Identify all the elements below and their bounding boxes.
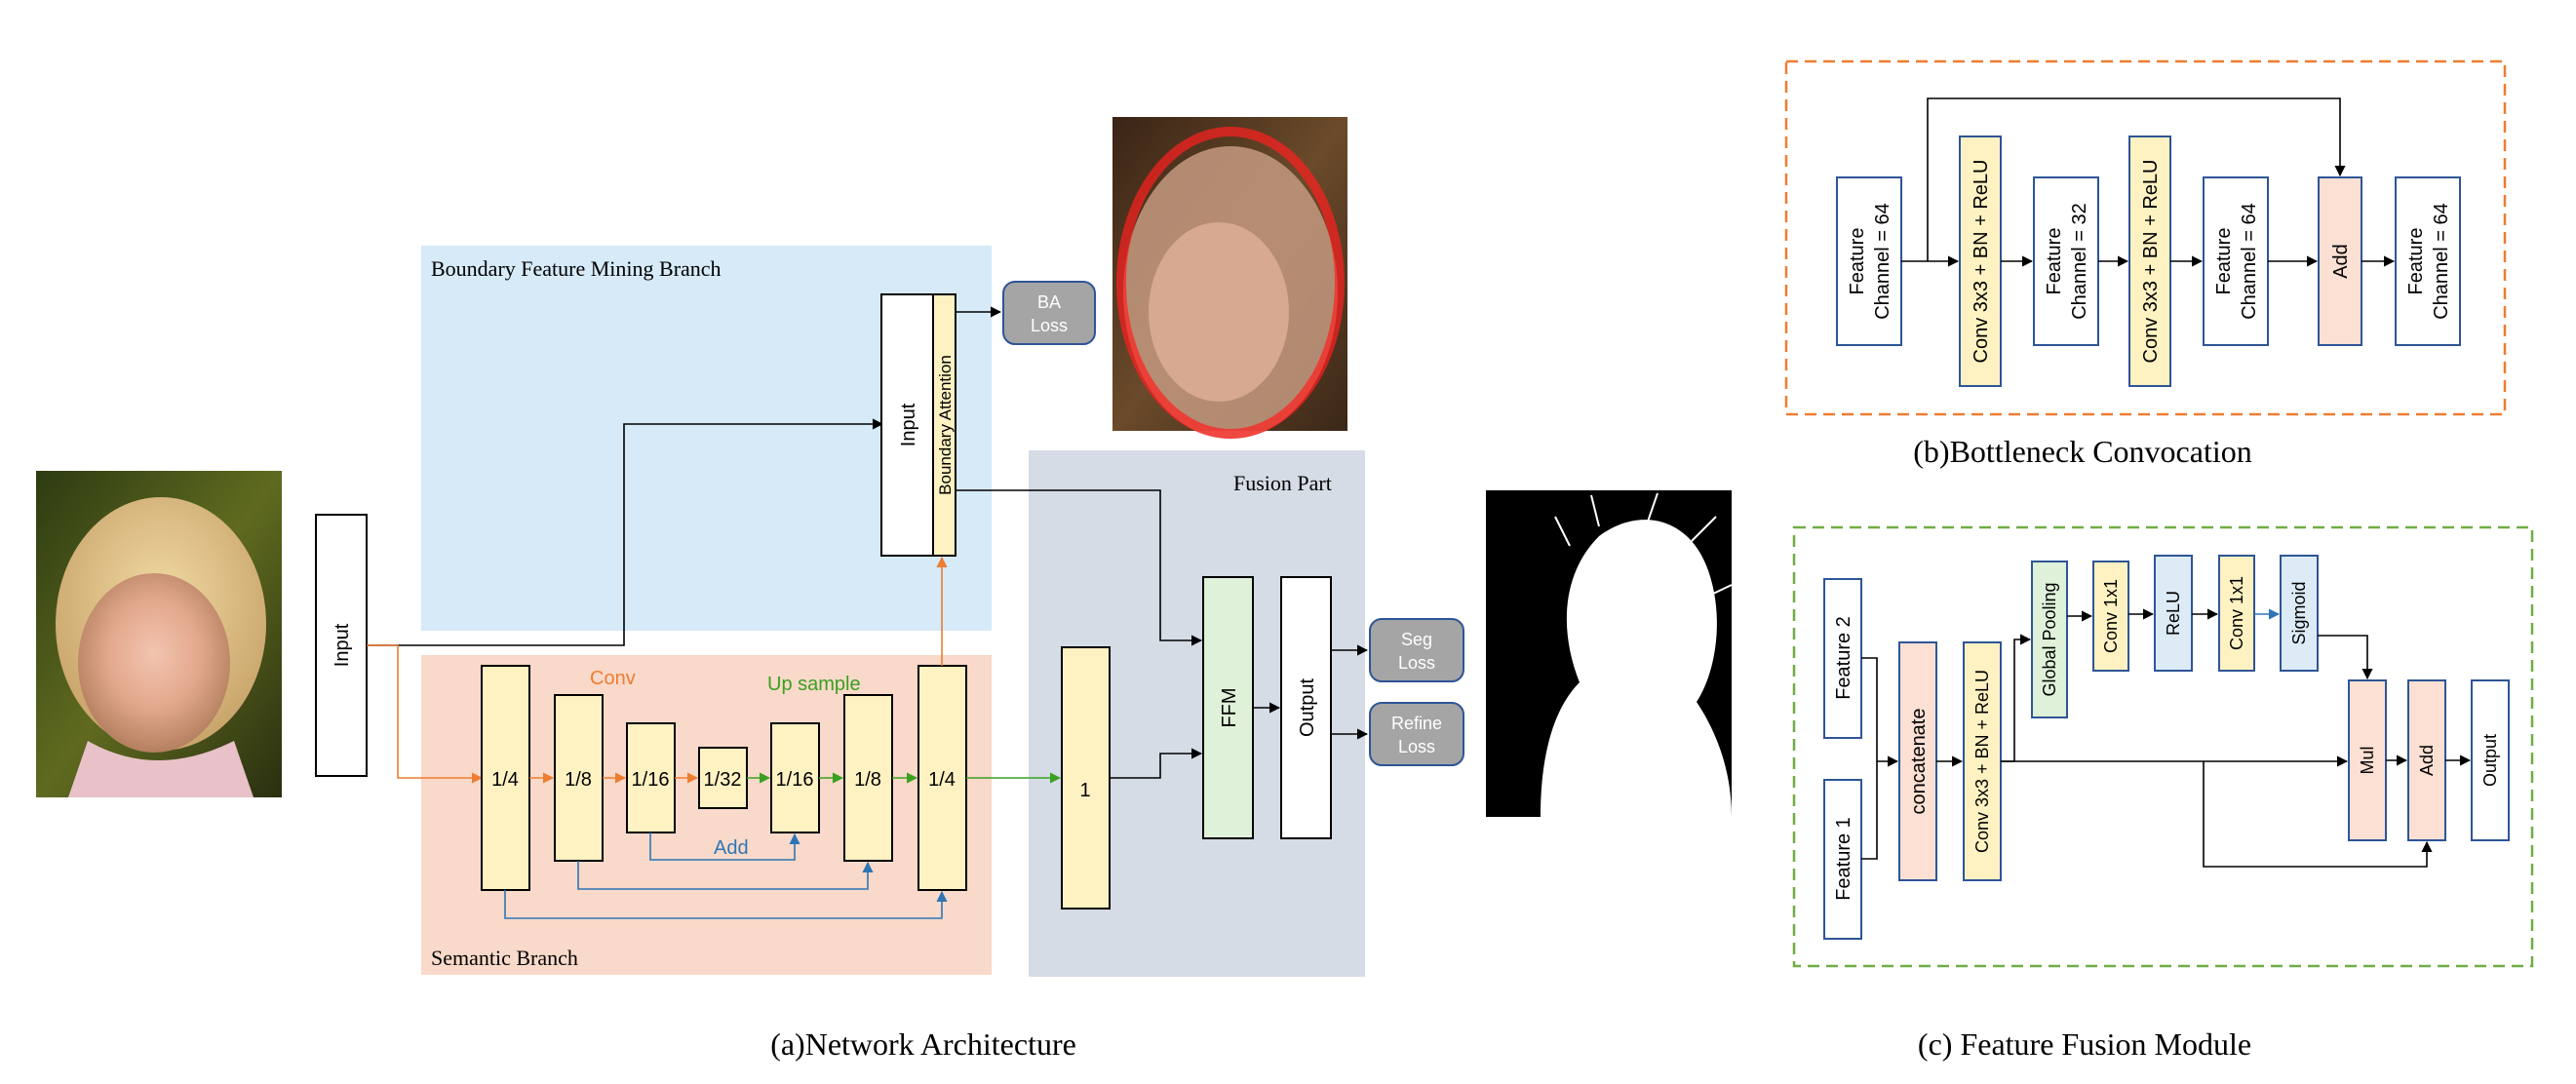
ba-loss-box (1002, 281, 1096, 345)
stage-label: 1/32 (704, 769, 742, 791)
concatenate-label: concatenate (1908, 709, 1930, 815)
feature1-box (1823, 779, 1862, 940)
feature-merge-line (1861, 657, 1878, 860)
network-input-label: Input (332, 623, 353, 667)
bottleneck-block-label: Conv 3x3 + BN + ReLU (1971, 160, 1992, 364)
mul-label: Mul (2358, 746, 2377, 774)
sigmoid-box (2280, 555, 2319, 672)
conv1x1-b-label: Conv 1x1 (2227, 576, 2246, 650)
ffm-output-label: Output (2480, 734, 2500, 787)
bottleneck-block (2318, 176, 2362, 346)
bottleneck-block-label: Channel = 64 (2431, 203, 2452, 320)
stage-label: 1/8 (565, 769, 592, 791)
bottleneck-block (1959, 136, 2002, 387)
fusion-part-title: Fusion Part (1233, 471, 1332, 495)
ffm-conv-box (1963, 641, 2002, 881)
feature1-label: Feature 1 (1833, 817, 1854, 901)
add-label: Add (714, 837, 749, 859)
bottleneck-frame (1784, 59, 2507, 416)
bottleneck-block (2203, 176, 2269, 346)
seg-loss-box (1369, 618, 1464, 682)
bottleneck-block-label: Feature (2405, 228, 2427, 295)
portrait-photo-icon (36, 471, 282, 797)
stage-label: 1/8 (854, 769, 881, 791)
ffm-module-frame (1792, 525, 2534, 968)
bottleneck-block-label: Feature (2213, 228, 2235, 295)
input-to-boundary-arrow (367, 418, 884, 646)
global-pooling-box (2031, 561, 2068, 718)
ba-loss-label-2: Loss (1031, 316, 1068, 335)
concatenate-box (1898, 641, 1937, 881)
stage-label: 1/4 (491, 769, 519, 791)
refine-loss-label: Refine (1391, 714, 1442, 733)
boundary-attention-box (932, 293, 956, 557)
skip-add-arrow (504, 890, 948, 919)
bottleneck-block-label: Add (2330, 244, 2352, 279)
fusion-one-to-ffm-arrow (1110, 748, 1203, 779)
stage-box (698, 747, 748, 809)
bottleneck-block (1836, 176, 1902, 346)
bottleneck-block-label: Channel = 64 (1872, 203, 1893, 320)
alpha-matte-icon (1486, 490, 1733, 817)
global-pooling-label: Global Pooling (2040, 582, 2059, 696)
upsample-label: Up sample (767, 674, 861, 695)
stage-label: 1/16 (632, 769, 670, 791)
boundary-branch-title: Boundary Feature Mining Branch (431, 256, 722, 281)
conv1x1-a-label: Conv 1x1 (2101, 579, 2121, 653)
ffm-output-box (2471, 679, 2510, 841)
input-to-semantic-arrow (367, 644, 484, 784)
ffm-box (1202, 576, 1254, 839)
bottleneck-block-label: Conv 3x3 + BN + ReLU (2140, 160, 2162, 364)
ffm-label: FFM (1219, 687, 1240, 727)
output-box (1280, 576, 1332, 839)
refine-loss-box (1369, 702, 1464, 766)
boundary-input-label: Input (898, 403, 919, 446)
output-label: Output (1297, 678, 1318, 737)
sigmoid-to-mul-arrow (2318, 635, 2373, 680)
skip-add-arrow (577, 861, 874, 890)
bottleneck-caption: (b)Bottleneck Convocation (1913, 434, 2251, 469)
bottleneck-block-label: Feature (2044, 228, 2065, 295)
boundary-attention-heatmap-icon (1112, 117, 1347, 439)
bottleneck-block (2128, 136, 2171, 387)
boundary-to-ffm-arrow (956, 489, 1203, 646)
semantic-branch-title: Semantic Branch (431, 946, 578, 970)
skip-add-arrow (649, 832, 800, 861)
network-caption: (a)Network Architecture (770, 1026, 1076, 1062)
bottleneck-block-label: Channel = 64 (2239, 203, 2260, 320)
seg-loss-label-2: Loss (1398, 653, 1435, 673)
bottleneck-blocks: Feature Channel = 64 Conv 3x3 + BN + ReL… (1836, 136, 2461, 387)
stage-label: 1/4 (928, 769, 956, 791)
sigmoid-label: Sigmoid (2289, 581, 2309, 644)
seg-loss-label: Seg (1401, 630, 1432, 649)
ffm-module-caption: (c) Feature Fusion Module (1918, 1026, 2251, 1062)
stage-box (843, 694, 893, 862)
relu-label: ReLU (2164, 591, 2183, 636)
ba-loss-label: BA (1037, 292, 1061, 312)
conv1x1-b-box (2218, 555, 2255, 672)
semantic-stages: 1/4 1/8 1/16 1/32 1/16 1/8 1/4 (481, 665, 967, 891)
bottleneck-block-label: Feature (1847, 228, 1868, 295)
boundary-input-box (880, 293, 934, 557)
bottleneck-skip-arrow (1927, 97, 2346, 261)
ffm-add-box (2407, 679, 2446, 841)
refine-loss-label-2: Loss (1398, 737, 1435, 756)
bottleneck-block-label: Channel = 32 (2069, 203, 2090, 320)
ffm-conv-label: Conv 3x3 + BN + ReLU (1972, 670, 1992, 853)
relu-box (2154, 555, 2193, 672)
boundary-attention-label: Boundary Attention (936, 355, 955, 495)
conv1x1-a-box (2092, 561, 2129, 672)
fusion-one-label: 1 (1079, 780, 1090, 801)
conv-label: Conv (590, 668, 636, 689)
network-input-box (315, 514, 368, 777)
fusion-one-box (1061, 646, 1111, 910)
stage-label: 1/16 (776, 769, 814, 791)
bottleneck-block (2395, 176, 2461, 346)
to-global-pooling-arrow (2001, 634, 2032, 762)
residual-to-add-arrow (2203, 761, 2433, 868)
feature2-label: Feature 2 (1833, 616, 1854, 700)
ffm-add-label: Add (2417, 745, 2437, 776)
